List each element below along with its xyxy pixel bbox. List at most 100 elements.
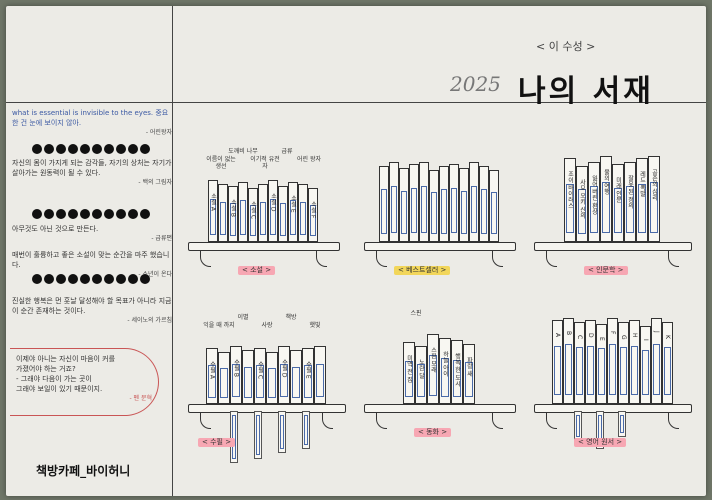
book-spine: F bbox=[607, 318, 618, 404]
redaction-dot bbox=[140, 144, 150, 154]
redaction-dot bbox=[32, 144, 42, 154]
brand-footer: 책방카페_바이허니 bbox=[36, 464, 131, 478]
book-spine bbox=[389, 162, 399, 242]
book-title: 파랑 새 bbox=[465, 357, 473, 377]
shelf-bracket bbox=[200, 412, 211, 429]
book-spine: 잃어 버린 환상 bbox=[588, 162, 600, 242]
circled-quote bbox=[10, 348, 159, 416]
book-title: D bbox=[587, 333, 594, 338]
book-spine: 수필 B bbox=[230, 346, 242, 404]
category-tag: < 수필 > bbox=[198, 438, 236, 447]
book-spine: E bbox=[596, 324, 607, 404]
redaction-dot bbox=[80, 209, 90, 219]
book-annotation: 어린 왕자 bbox=[297, 156, 321, 163]
book-title: C bbox=[576, 335, 583, 340]
book-spine: 행복 한 도시 bbox=[451, 340, 463, 404]
book-title: 수필 D bbox=[280, 359, 288, 378]
shelf-board bbox=[364, 404, 516, 413]
book-spine bbox=[218, 352, 230, 404]
shelf-board bbox=[534, 404, 692, 413]
book-spine: 소설 C bbox=[248, 188, 258, 242]
book-spine: C bbox=[574, 322, 585, 404]
book-spine: 조이 바이러스 bbox=[564, 158, 576, 242]
quote-3: 아무것도 아닌 것으로 만든다. - 급류편 bbox=[12, 225, 172, 242]
book-annotation: 햇빛 bbox=[309, 322, 321, 329]
redaction-dot bbox=[68, 274, 78, 284]
book-title: 사모 오키 신의 bbox=[578, 179, 586, 219]
book-title: 수필 A bbox=[208, 361, 216, 380]
shelf-board bbox=[188, 404, 346, 413]
redaction-dot bbox=[68, 209, 78, 219]
book-annotation: 사랑 bbox=[261, 322, 273, 329]
shelf-bracket bbox=[668, 250, 679, 267]
book-title: 스핀 모래 bbox=[429, 347, 437, 373]
book-spine bbox=[479, 166, 489, 242]
redaction-dot bbox=[44, 209, 54, 219]
header-year: 2025 bbox=[450, 72, 501, 96]
book-spine: 수필 E bbox=[302, 348, 314, 404]
book-spine bbox=[314, 346, 326, 404]
book-spine: 소설 E bbox=[288, 182, 298, 242]
book-spine: 물의 여행 bbox=[600, 156, 612, 242]
poster-sheet: < 이 수성 > 2025 나의 서재 what is essential is… bbox=[6, 6, 706, 496]
shelf-bracket bbox=[492, 412, 503, 429]
book-spine: J bbox=[651, 318, 662, 404]
book-annotation: 도깨비 나무 bbox=[228, 148, 258, 155]
redaction-dot bbox=[104, 144, 114, 154]
redaction-dot bbox=[44, 144, 54, 154]
book-title: 소설 E bbox=[289, 195, 297, 213]
book-title: 미역 전 집 bbox=[405, 355, 413, 383]
book-spine: 스핀 모래 bbox=[427, 334, 439, 404]
book-spine bbox=[266, 352, 278, 404]
shelf-bracket bbox=[546, 412, 557, 429]
header-subtitle: < 이 수성 > bbox=[536, 40, 596, 53]
book-title: 소설 C bbox=[249, 201, 257, 220]
shelf-bracket bbox=[322, 412, 333, 429]
redaction-dot bbox=[92, 144, 102, 154]
book-spine bbox=[242, 350, 254, 404]
category-tag: < 인문학 > bbox=[584, 266, 628, 275]
book-annotation: 이별 bbox=[237, 314, 249, 321]
redaction-dot bbox=[116, 209, 126, 219]
shelf-bracket bbox=[492, 250, 503, 267]
quote-5: 진실한 행복은 먼 훗날 달성해야 할 목표가 아니라 지금 이 순간 존재하는… bbox=[12, 297, 172, 324]
book-spine: 미래 인문 bbox=[612, 164, 624, 242]
book-annotation: 급류 bbox=[281, 148, 293, 155]
book-spine: 파랑 새 bbox=[463, 344, 475, 404]
shelf-bracket bbox=[376, 250, 387, 267]
book-annotation: 책방 bbox=[285, 314, 297, 321]
left-divider bbox=[172, 6, 173, 496]
book-spine: 노란 달 bbox=[415, 346, 427, 404]
redaction-dots-2 bbox=[32, 209, 150, 219]
bookmark-tab bbox=[278, 411, 286, 453]
book-title: 수필 B bbox=[232, 359, 240, 378]
book-spine: 수필 A bbox=[206, 348, 218, 404]
book-spine bbox=[449, 164, 459, 242]
book-spine: 소설 B bbox=[228, 186, 238, 242]
book-spine bbox=[399, 168, 409, 242]
category-tag: < 동화 > bbox=[414, 428, 452, 437]
book-title: H bbox=[631, 333, 638, 338]
category-tag: < 영어 원서 > bbox=[574, 438, 627, 447]
book-title: 소설 F bbox=[309, 201, 317, 219]
redaction-dot bbox=[104, 209, 114, 219]
redaction-dot bbox=[104, 274, 114, 284]
book-title: K bbox=[664, 335, 671, 339]
redaction-dot bbox=[92, 209, 102, 219]
redaction-dot bbox=[128, 274, 138, 284]
book-title: 소설 D bbox=[269, 193, 277, 212]
book-title: 잃어 버린 환상 bbox=[590, 175, 598, 215]
page-title: 나의 서재 bbox=[518, 74, 654, 109]
book-title: F bbox=[609, 331, 616, 335]
redaction-dot bbox=[56, 274, 66, 284]
book-spine: 소설 A bbox=[208, 180, 218, 242]
shelf-bracket bbox=[316, 250, 327, 267]
book-title: 잘못 된 정의 bbox=[626, 175, 634, 209]
book-title: A bbox=[554, 333, 561, 338]
book-spine: 레드 폭발 bbox=[636, 158, 648, 242]
book-spine: K bbox=[662, 322, 673, 404]
